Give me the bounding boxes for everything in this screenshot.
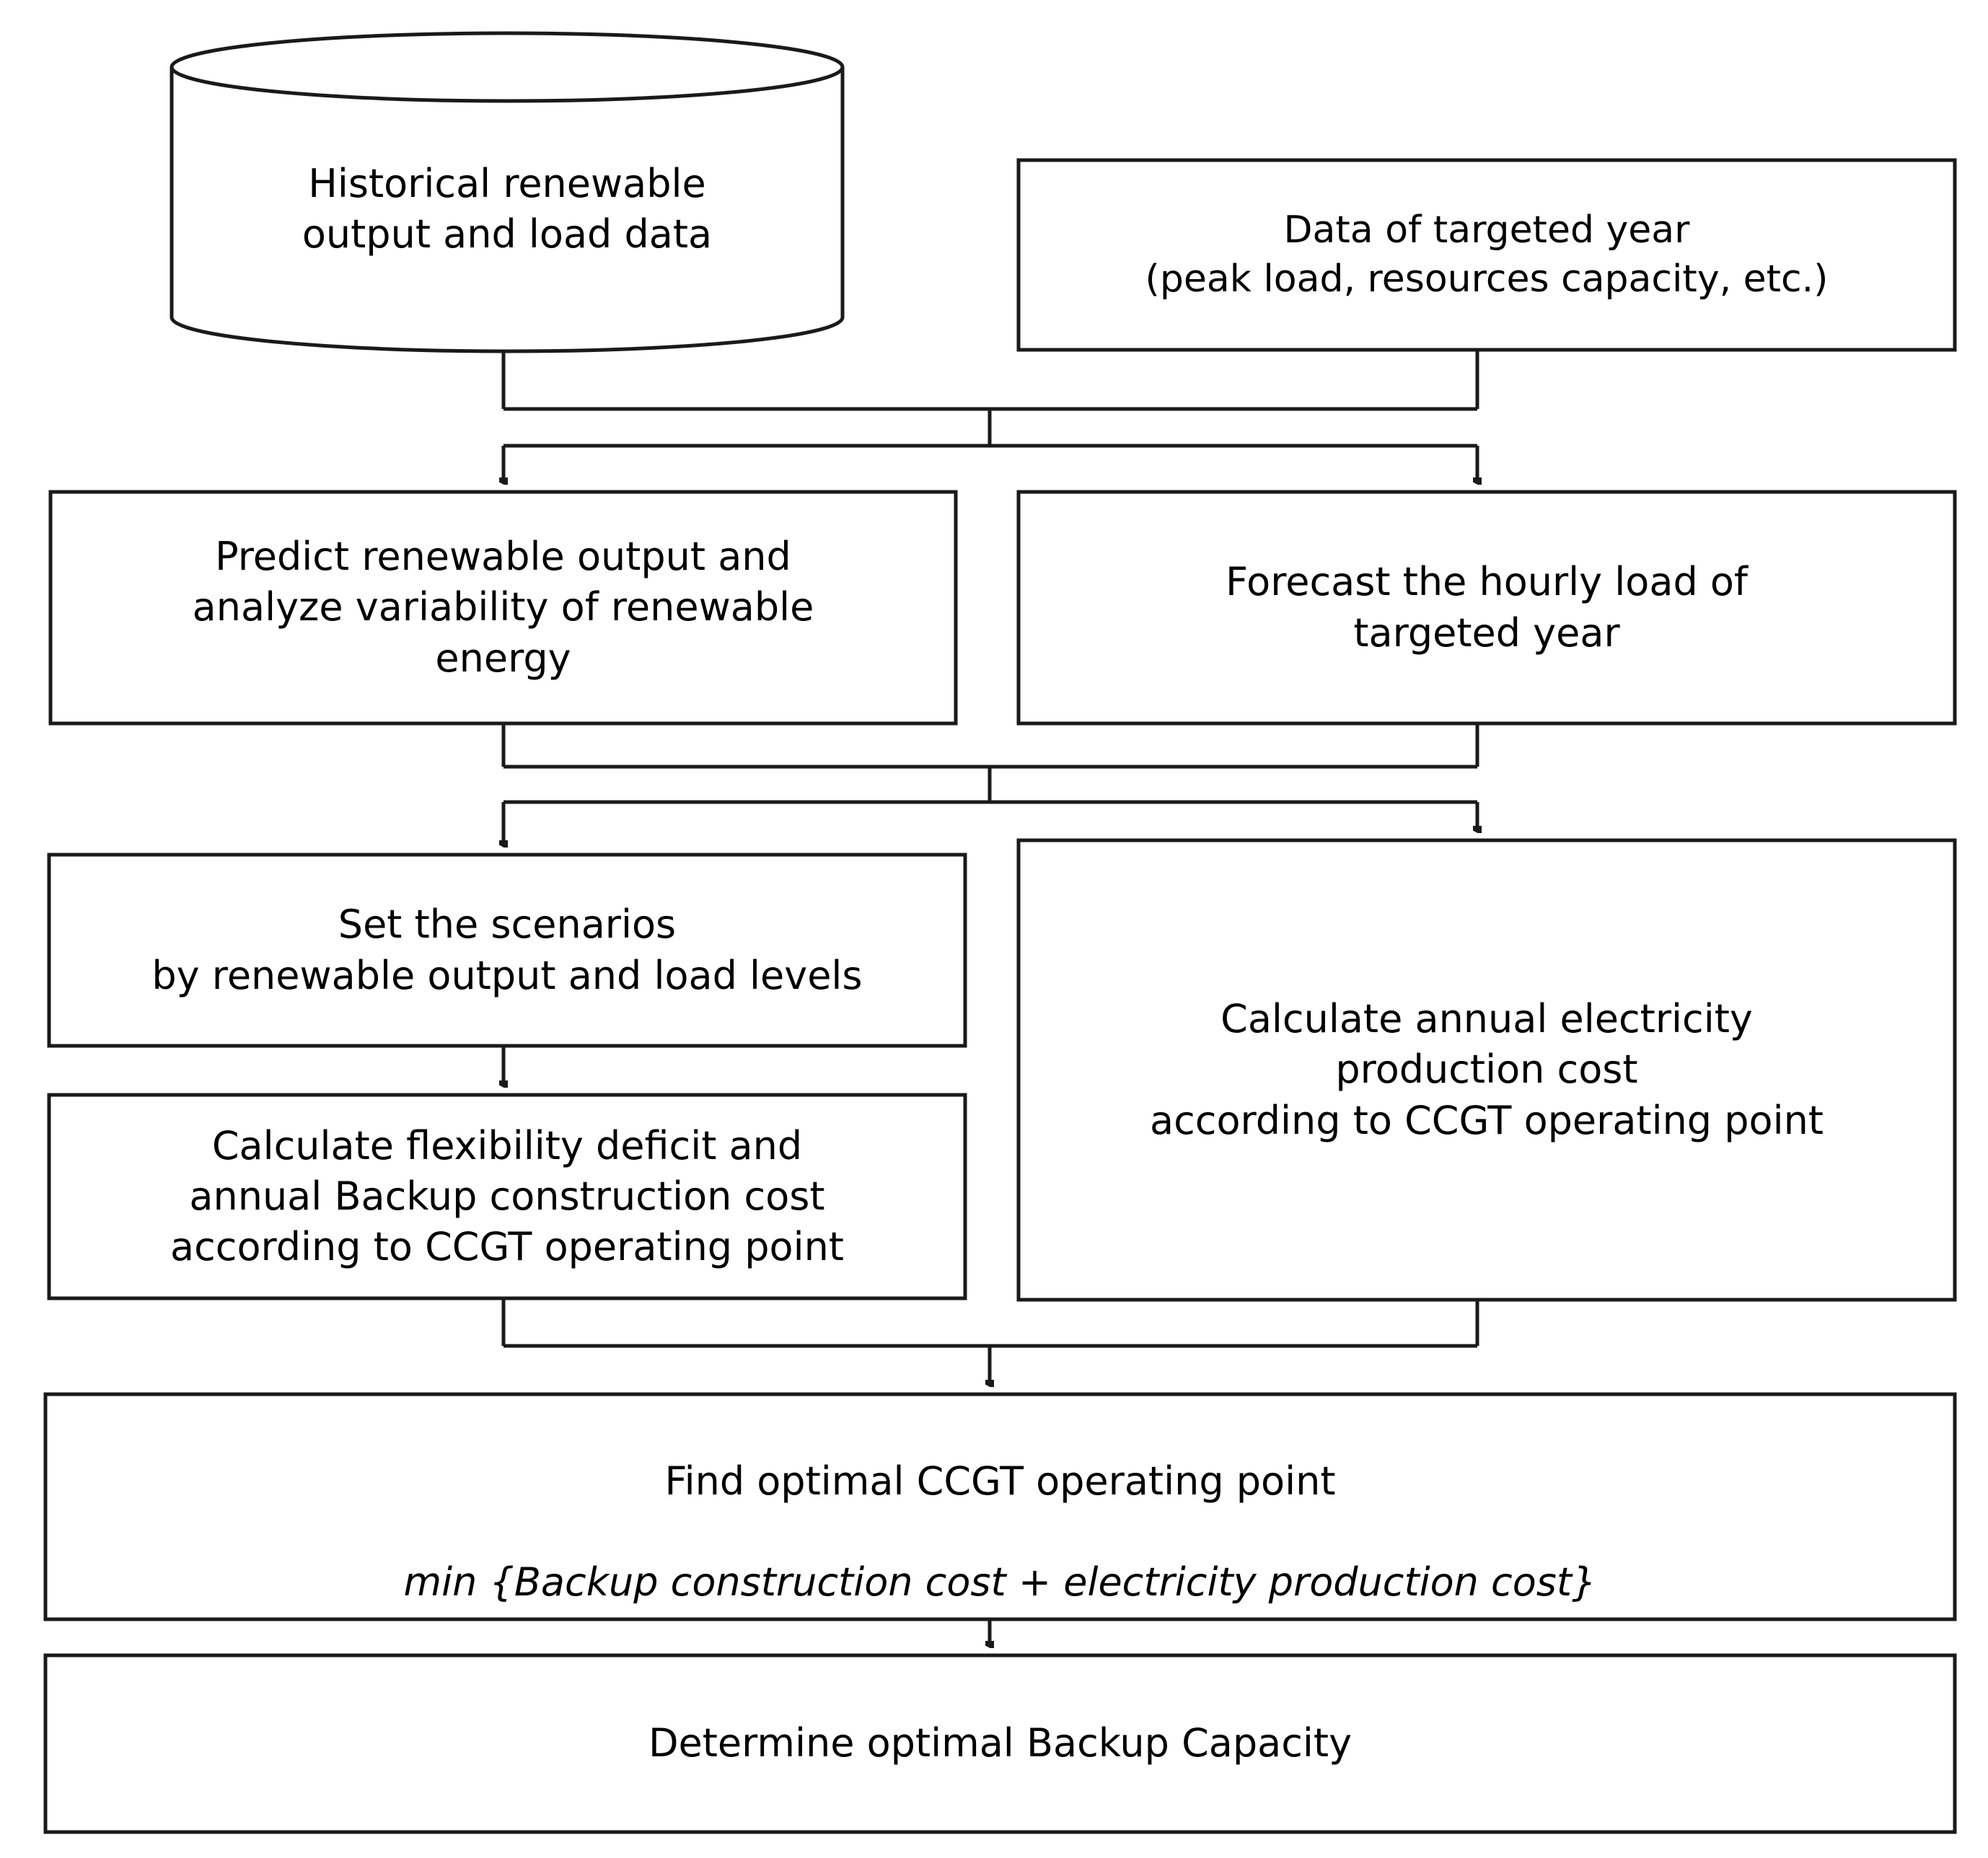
predict-renewable-shape: [48, 490, 958, 726]
connector-group-2: [503, 723, 1477, 840]
calculate-flexibility-deficit-shape: [47, 1093, 967, 1300]
find-optimal-point-shape: [43, 1392, 1957, 1621]
determine-backup-capacity-shape: [43, 1653, 1957, 1834]
historical-data-store-shape: [170, 31, 845, 353]
connector-group-3: [501, 1298, 1479, 1380]
set-scenarios-shape: [47, 853, 967, 1048]
forecast-load-shape: [1016, 490, 1957, 726]
connector-group-1: [503, 350, 1477, 477]
targeted-year-data-shape: [1016, 158, 1957, 352]
calculate-production-cost-shape: [1016, 838, 1957, 1302]
